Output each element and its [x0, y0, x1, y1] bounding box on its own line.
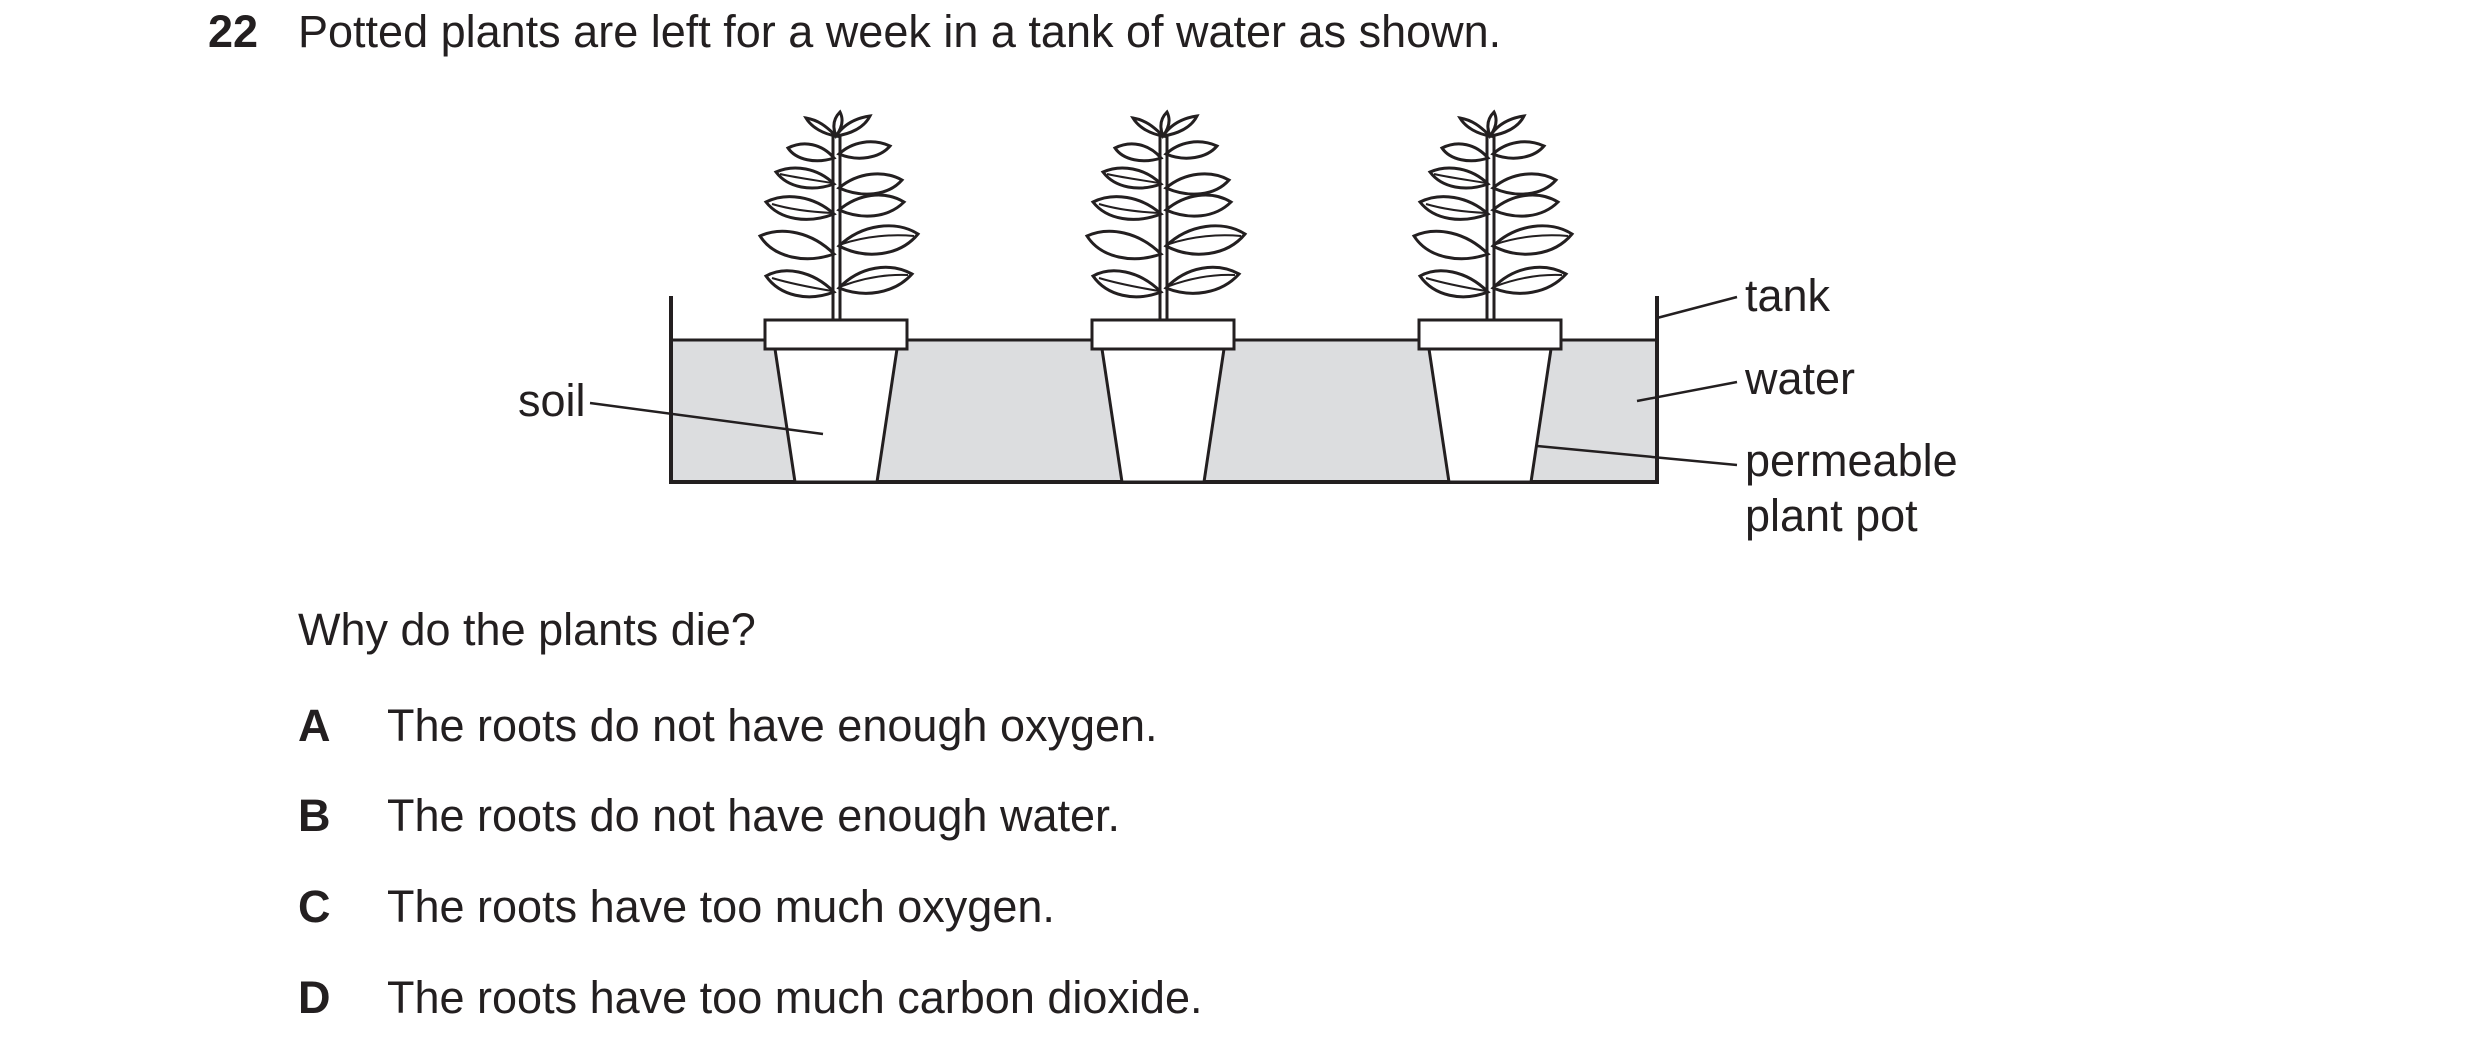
question-prompt: Why do the plants die?: [298, 604, 756, 655]
option-letter: B: [298, 790, 331, 841]
option-letter: D: [298, 972, 331, 1023]
plant-1: [758, 110, 920, 322]
label-tank: tank: [1745, 270, 1831, 321]
label-pot-line2: plant pot: [1745, 490, 1918, 541]
option-text: The roots have too much oxygen.: [387, 881, 1055, 932]
option-text: The roots have too much carbon dioxide.: [387, 972, 1203, 1023]
label-soil: soil: [518, 375, 586, 426]
plant-3: [1412, 110, 1574, 322]
question-stem: Potted plants are left for a week in a t…: [298, 6, 1502, 57]
soil-leader-line: [589, 401, 824, 436]
plant-tank-diagram: [589, 110, 1738, 484]
plant-2: [1085, 110, 1247, 322]
label-pot-line1: permeable: [1745, 435, 1958, 486]
tank-leader-line: [1656, 295, 1738, 320]
option-text: The roots do not have enough water.: [387, 790, 1121, 841]
option-text: The roots do not have enough oxygen.: [387, 700, 1158, 751]
label-water: water: [1745, 353, 1856, 404]
question-number: 22: [208, 6, 259, 57]
water-leader-line: [1636, 380, 1738, 403]
pot-leader-line: [1536, 444, 1738, 467]
option-letter: C: [298, 881, 331, 932]
option-letter: A: [298, 700, 331, 751]
